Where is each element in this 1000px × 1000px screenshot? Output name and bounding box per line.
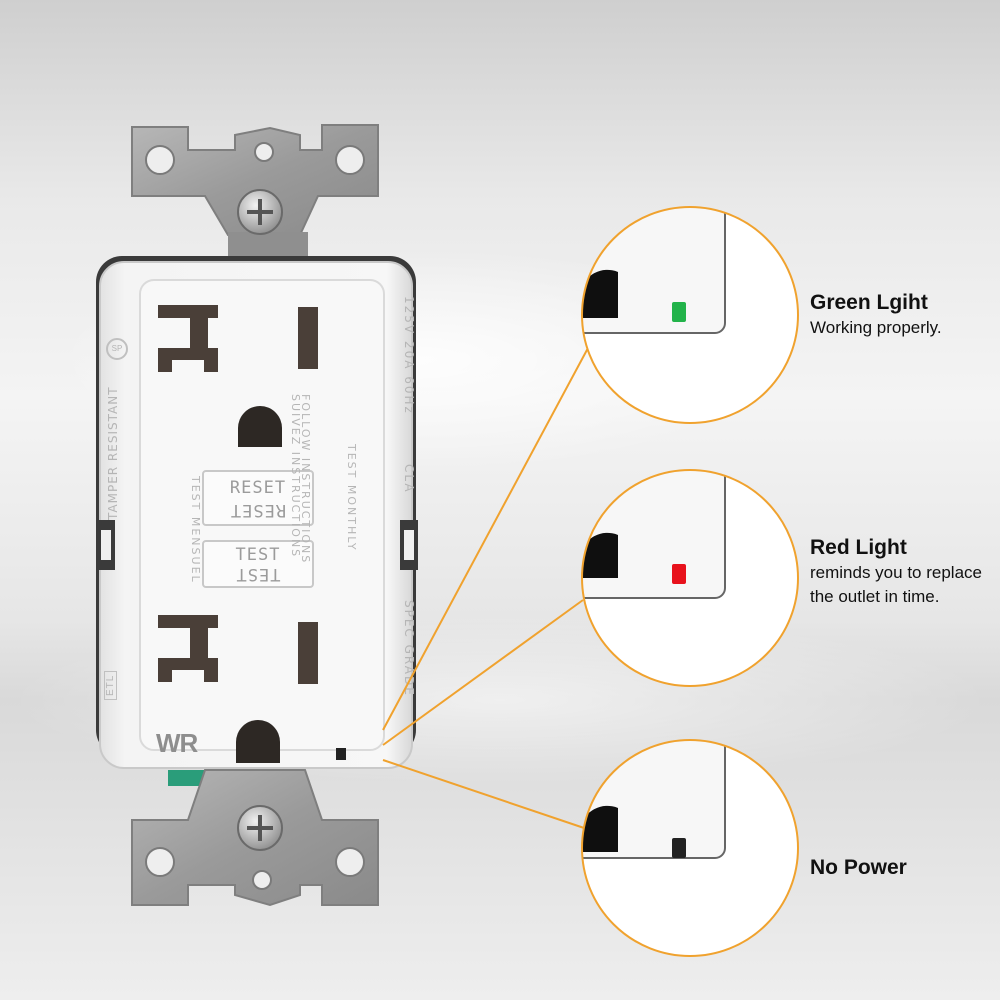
test-label: TEST xyxy=(235,545,281,565)
connector-line-red xyxy=(382,599,584,746)
callout-green-description: Working properly. xyxy=(810,318,942,337)
callout-circle-red xyxy=(581,469,799,687)
lower-receptacle xyxy=(158,615,318,763)
callout-red-description: reminds you to replace the outlet in tim… xyxy=(810,563,982,606)
callout-off: No Power xyxy=(810,855,907,881)
top-mounting-strap xyxy=(131,124,379,258)
test-button[interactable]: TEST TEST xyxy=(202,540,314,588)
connector-line-green xyxy=(382,347,589,731)
upper-receptacle xyxy=(158,305,318,447)
status-led xyxy=(336,748,346,760)
callout-green: Green Lgiht Working properly. xyxy=(810,290,990,340)
connector-line-off xyxy=(382,759,591,831)
callout-red: Red Light reminds you to replace the out… xyxy=(810,535,990,609)
callout-red-title: Red Light xyxy=(810,536,907,559)
green-led xyxy=(672,302,686,322)
bottom-mounting-strap xyxy=(131,769,379,907)
callout-circle-off xyxy=(581,739,799,957)
wr-mark: WR xyxy=(156,728,198,758)
red-led xyxy=(672,564,686,584)
callout-off-title: No Power xyxy=(810,856,907,879)
callout-green-title: Green Lgiht xyxy=(810,291,928,314)
off-led xyxy=(672,838,686,858)
reset-button[interactable]: RESET RESET xyxy=(202,470,314,526)
reset-label: RESET xyxy=(229,478,287,498)
csa-mark: SP xyxy=(106,338,128,360)
callout-circle-green xyxy=(581,206,799,424)
